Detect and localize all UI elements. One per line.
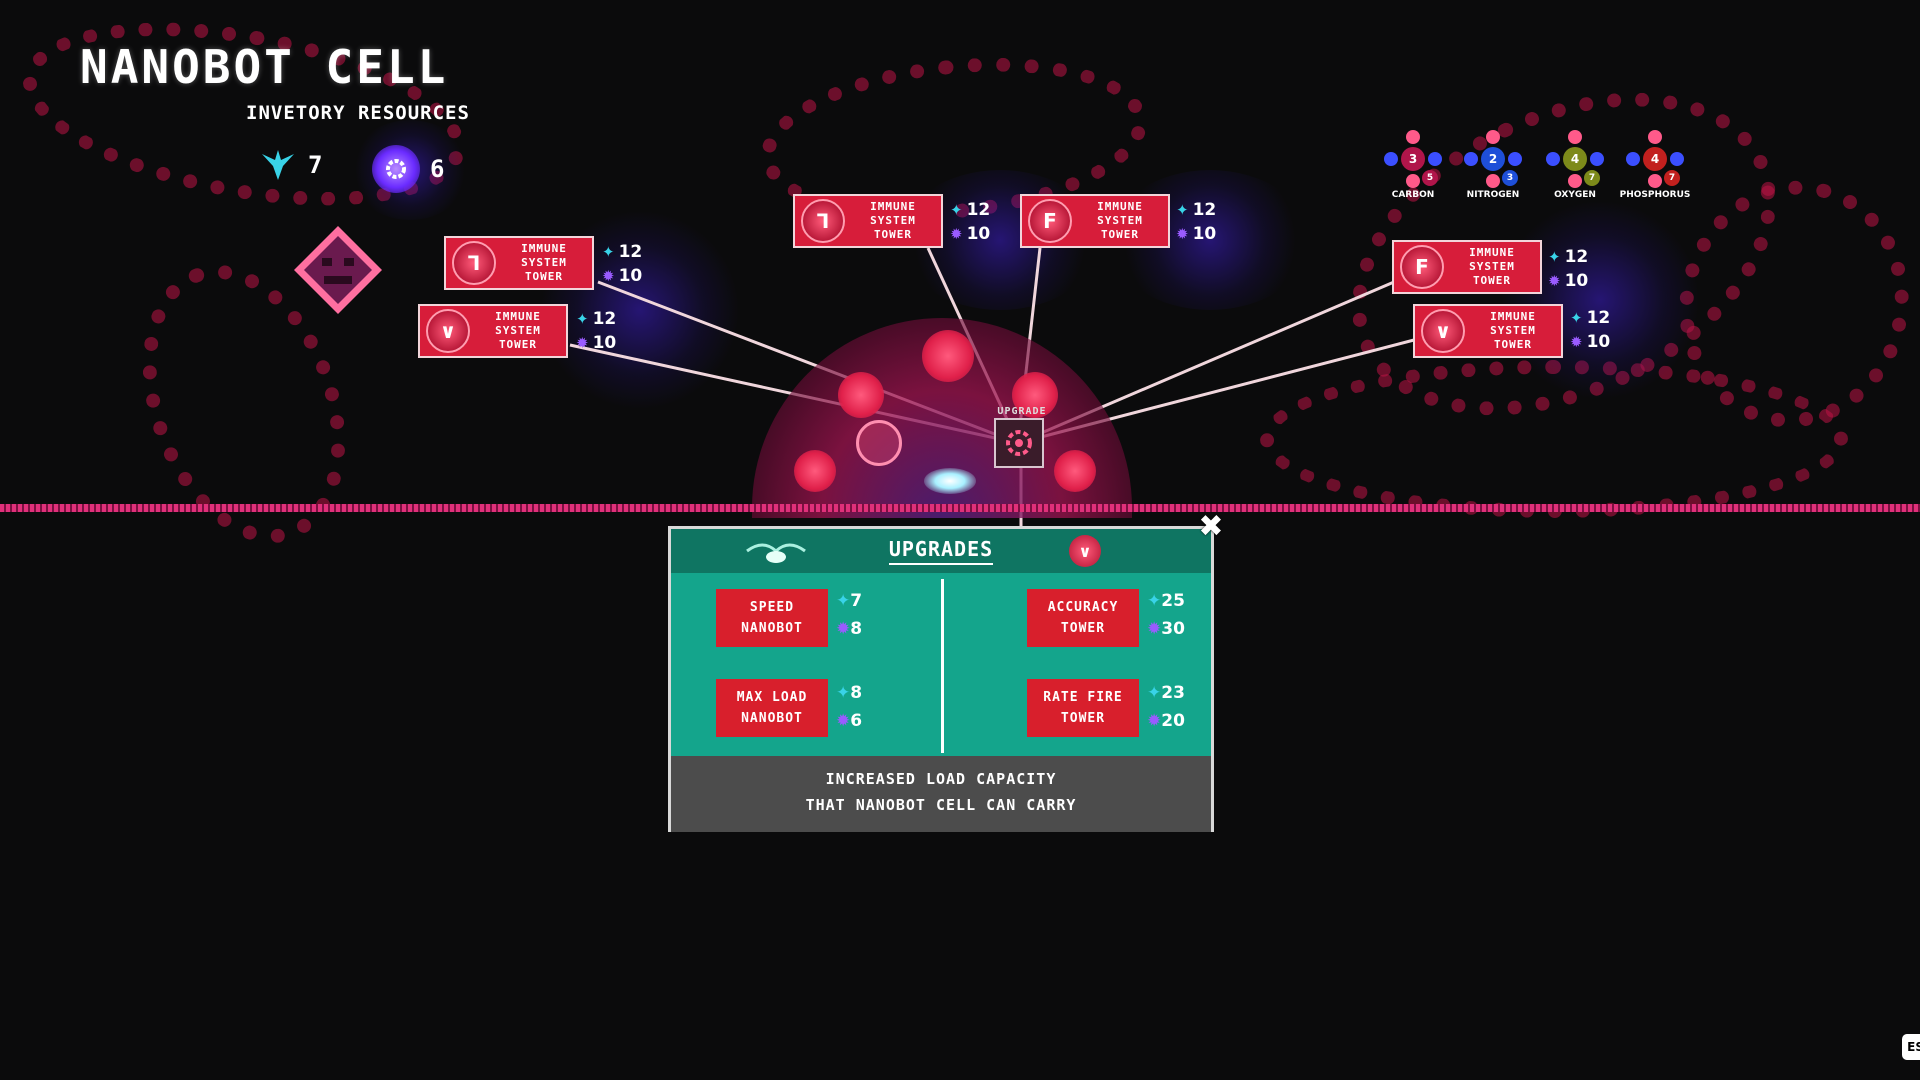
ground-line <box>0 504 1920 512</box>
inventory-gear-resource: 6 <box>372 145 445 193</box>
wing-resource-icon: ✦ <box>1176 201 1189 219</box>
speed-nanobot-cost: ✦7 ✹8 <box>836 591 863 639</box>
upgrade-hub-label: UPGRADE <box>997 406 1047 417</box>
tower-type-icon: ∨ <box>426 309 470 353</box>
max-load-nanobot-cost: ✦8 ✹6 <box>836 683 863 731</box>
gear-resource-icon: ✹ <box>836 619 851 639</box>
wing-resource-icon: ✦ <box>1570 309 1583 327</box>
tower-card-4[interactable]: F IMMUNE SYSTEM TOWER <box>1020 194 1170 248</box>
element-nitrogen: 2 3 NITROGEN <box>1458 130 1528 200</box>
rate-fire-tower-cost: ✦23 ✹20 <box>1147 683 1185 731</box>
tower-label: IMMUNE SYSTEM TOWER <box>1490 310 1536 351</box>
virus-enemy-icon <box>290 222 386 322</box>
cell-organelle <box>1012 372 1058 418</box>
resource-glow <box>1500 200 1700 400</box>
wing-resource-icon: ✦ <box>1548 248 1561 266</box>
wing-resource-icon: ✦ <box>836 683 851 703</box>
tower-cost-5: ✦12 ✹10 <box>1548 247 1589 291</box>
wing-resource-icon: ✦ <box>1147 683 1162 703</box>
accuracy-tower-cost: ✦25 ✹30 <box>1147 591 1185 639</box>
esc-key-hint[interactable]: ESC <box>1902 1034 1920 1060</box>
element-oxygen: 4 7 OXYGEN <box>1540 130 1610 200</box>
tower-cost-2: ✦12 ✹10 <box>576 309 617 353</box>
element-carbon: 3 5 CARBON <box>1378 130 1448 200</box>
wing-resource-count: 7 <box>308 151 324 179</box>
gear-resource-count: 6 <box>430 155 446 183</box>
tower-cost-1: ✦12 ✹10 <box>602 242 643 286</box>
nanobot-tab-icon[interactable] <box>743 537 809 571</box>
cell-organelle <box>794 450 836 492</box>
gear-resource-icon: ✹ <box>1147 711 1162 731</box>
gear-resource-icon: ✹ <box>1176 225 1189 243</box>
tower-label: IMMUNE SYSTEM TOWER <box>1097 200 1143 241</box>
tower-label: IMMUNE SYSTEM TOWER <box>521 242 567 283</box>
tower-card-2[interactable]: ∨ IMMUNE SYSTEM TOWER <box>418 304 568 358</box>
upgrades-divider <box>941 579 944 753</box>
gear-resource-icon: ✹ <box>1570 333 1583 351</box>
tower-label: IMMUNE SYSTEM TOWER <box>495 310 541 351</box>
tower-cost-4: ✦12 ✹10 <box>1176 200 1217 244</box>
gear-resource-icon: ✹ <box>1147 619 1162 639</box>
cell-organelle <box>838 372 884 418</box>
upgrade-description: INCREASED LOAD CAPACITY THAT NANOBOT CEL… <box>671 756 1211 832</box>
tower-type-icon: ᒣ <box>801 199 845 243</box>
upgrade-hub-button[interactable] <box>994 418 1044 468</box>
wing-resource-icon: ✦ <box>950 201 963 219</box>
tower-cost-6: ✦12 ✹10 <box>1570 308 1611 352</box>
gear-resource-icon: ✹ <box>576 334 589 352</box>
wing-resource-icon: ✦ <box>576 310 589 328</box>
nanobot-ship-icon <box>924 468 976 494</box>
wing-resource-icon <box>258 145 298 185</box>
tower-cost-3: ✦12 ✹10 <box>950 200 991 244</box>
tower-card-6[interactable]: ∨ IMMUNE SYSTEM TOWER <box>1413 304 1563 358</box>
gear-resource-icon: ✹ <box>836 711 851 731</box>
inventory-label: INVETORY RESOURCES <box>246 102 470 124</box>
wing-resource-icon: ✦ <box>836 591 851 611</box>
tower-label: IMMUNE SYSTEM TOWER <box>1469 246 1515 287</box>
tower-type-icon: F <box>1028 199 1072 243</box>
tower-label: IMMUNE SYSTEM TOWER <box>870 200 916 241</box>
cell-organelle <box>1054 450 1096 492</box>
cell-organelle <box>922 330 974 382</box>
upgrades-header: UPGRADES ∨ <box>671 529 1211 573</box>
gear-resource-icon: ✹ <box>602 267 615 285</box>
tower-type-icon: ᒣ <box>452 241 496 285</box>
tower-card-1[interactable]: ᒣ IMMUNE SYSTEM TOWER <box>444 236 594 290</box>
element-phosphorus: 4 7 PHOSPHORUS <box>1618 130 1692 200</box>
wing-resource-icon: ✦ <box>1147 591 1162 611</box>
tower-type-icon: F <box>1400 245 1444 289</box>
tower-type-icon: ∨ <box>1421 309 1465 353</box>
tower-card-5[interactable]: F IMMUNE SYSTEM TOWER <box>1392 240 1542 294</box>
gear-resource-icon: ✹ <box>1548 272 1561 290</box>
tower-tab-icon[interactable]: ∨ <box>1069 535 1101 567</box>
upgrades-title: UPGRADES <box>671 537 1211 565</box>
gear-resource-icon: ✹ <box>950 225 963 243</box>
gear-resource-icon <box>372 145 420 193</box>
close-icon[interactable]: ✖ <box>1198 509 1224 544</box>
gear-icon <box>1006 430 1032 456</box>
game-title: NANOBOT CELL <box>80 40 449 94</box>
inventory-wing-resource: 7 <box>258 145 323 185</box>
tower-card-3[interactable]: ᒣ IMMUNE SYSTEM TOWER <box>793 194 943 248</box>
empty-tower-slot[interactable] <box>856 420 902 466</box>
wing-resource-icon: ✦ <box>602 243 615 261</box>
